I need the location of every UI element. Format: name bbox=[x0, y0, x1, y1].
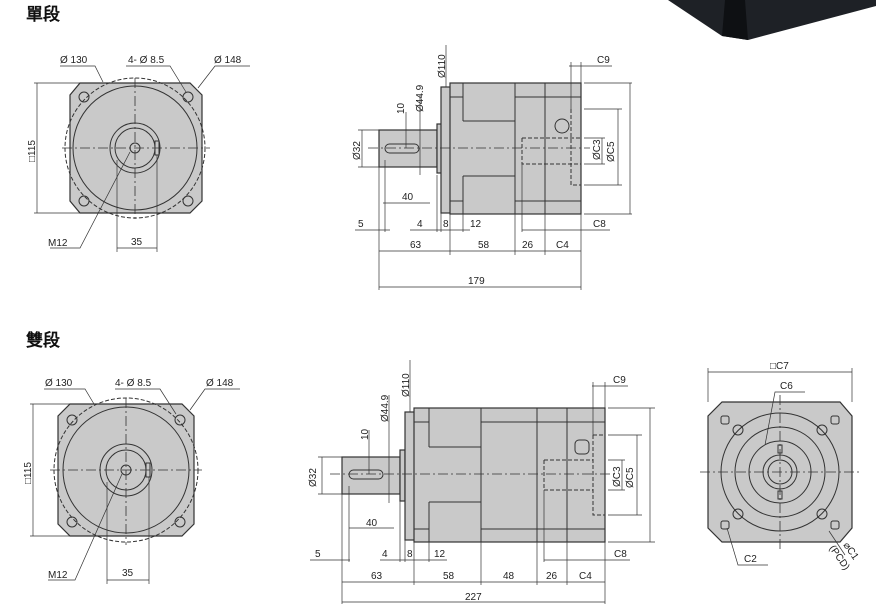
dim-4: 4 bbox=[382, 549, 388, 560]
dim-c2: C2 bbox=[744, 554, 757, 565]
dim-12: 12 bbox=[434, 549, 446, 560]
dim-seg: 63 bbox=[371, 571, 383, 582]
dim-seg: 58 bbox=[443, 571, 455, 582]
dim-d148: Ø 148 bbox=[214, 55, 242, 66]
dim-total-length: 179 bbox=[468, 276, 485, 287]
dim-total-length: 227 bbox=[465, 592, 482, 603]
dim-square-115: □115 bbox=[27, 140, 38, 162]
dim-c6: C6 bbox=[780, 381, 793, 392]
product-photo bbox=[668, 0, 876, 40]
front-view-double bbox=[30, 388, 240, 584]
dim-mounting-holes: 4- Ø 8.5 bbox=[128, 55, 165, 66]
dim-seg: C4 bbox=[556, 240, 569, 251]
dim-key-width: 10 bbox=[396, 102, 407, 114]
dim-d110: Ø110 bbox=[437, 54, 448, 78]
dim-d44-9: Ø44.9 bbox=[380, 394, 391, 422]
dim-c5: ØC5 bbox=[625, 467, 636, 488]
dim-5: 5 bbox=[315, 549, 321, 560]
side-view-single bbox=[355, 45, 632, 290]
section-title-single-stage: 單段 bbox=[26, 4, 60, 25]
dim-seg: 58 bbox=[478, 240, 490, 251]
dim-m12: M12 bbox=[48, 570, 68, 581]
dim-seg: C4 bbox=[579, 571, 592, 582]
dim-key-length: 40 bbox=[402, 192, 414, 203]
dim-seg: 26 bbox=[522, 240, 534, 251]
dim-8: 8 bbox=[443, 219, 449, 230]
dim-35: 35 bbox=[122, 568, 134, 579]
dim-c8: C8 bbox=[614, 549, 627, 560]
dim-c3: ØC3 bbox=[592, 139, 603, 160]
dim-seg: 26 bbox=[546, 571, 558, 582]
dim-c9: C9 bbox=[613, 375, 626, 386]
dim-mounting-holes: 4- Ø 8.5 bbox=[115, 378, 152, 389]
front-view-single bbox=[34, 65, 250, 252]
dim-d130: Ø 130 bbox=[45, 378, 73, 389]
dim-seg: 48 bbox=[503, 571, 515, 582]
dim-c9: C9 bbox=[597, 55, 610, 66]
dim-seg: 63 bbox=[410, 240, 422, 251]
dim-c3: ØC3 bbox=[612, 466, 623, 487]
dim-35: 35 bbox=[131, 237, 143, 248]
section-title-double-stage: 雙段 bbox=[26, 330, 60, 351]
dim-c5: ØC5 bbox=[606, 141, 617, 162]
dim-c8: C8 bbox=[593, 219, 606, 230]
output-flange-view bbox=[700, 368, 860, 566]
dim-key-width: 10 bbox=[360, 428, 371, 440]
dim-d32: Ø32 bbox=[308, 468, 319, 487]
dim-d130: Ø 130 bbox=[60, 55, 88, 66]
dim-12: 12 bbox=[470, 219, 482, 230]
dim-c7: □C7 bbox=[770, 361, 789, 372]
side-view-double bbox=[310, 360, 655, 604]
dim-square-115: □115 bbox=[23, 462, 34, 484]
dim-d32: Ø32 bbox=[352, 141, 363, 160]
dim-8: 8 bbox=[407, 549, 413, 560]
dim-5: 5 bbox=[358, 219, 364, 230]
dim-4: 4 bbox=[417, 219, 423, 230]
dim-d110: Ø110 bbox=[401, 373, 412, 397]
dim-key-length: 40 bbox=[366, 518, 378, 529]
dim-m12: M12 bbox=[48, 238, 68, 249]
dim-d44-9: Ø44.9 bbox=[415, 84, 426, 112]
dim-d148: Ø 148 bbox=[206, 378, 234, 389]
